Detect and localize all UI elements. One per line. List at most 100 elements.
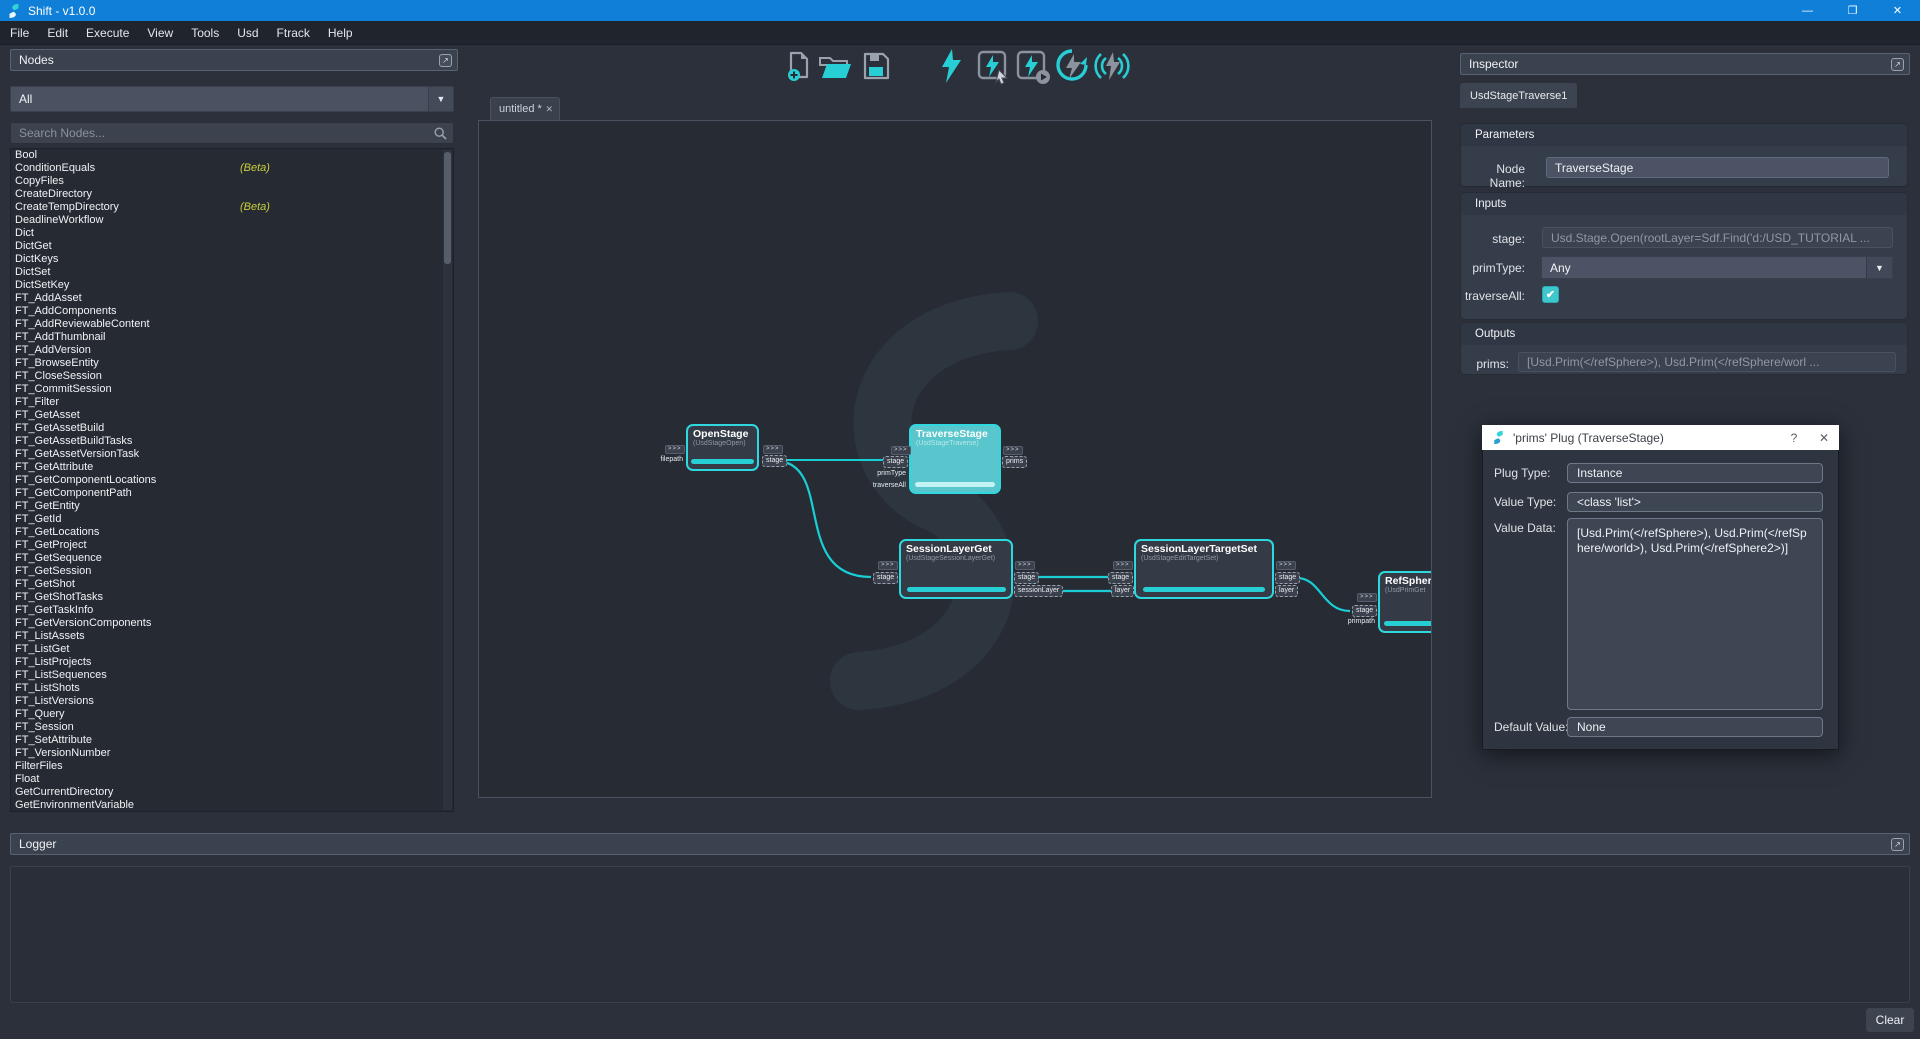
node-list-scrollbar[interactable] (443, 150, 452, 810)
port-stage-in[interactable]: stage (1352, 605, 1378, 617)
node-list-item[interactable]: CopyFiles (15, 175, 64, 187)
node-list-item[interactable]: FT_GetAssetBuild (15, 422, 105, 434)
node-list-item[interactable]: FT_Session (15, 721, 74, 733)
node-list-item[interactable]: FT_Query (15, 708, 65, 720)
port-filepath[interactable]: filepath (660, 456, 683, 463)
node-list-item[interactable]: DictSetKey (15, 279, 70, 291)
node-name-input[interactable]: TraverseStage (1546, 157, 1889, 178)
menu-item[interactable]: Ftrack (276, 25, 310, 40)
node-list-item[interactable]: FT_Filter (15, 396, 59, 408)
save-scene-icon[interactable] (861, 50, 891, 82)
port-badge[interactable]: >>> (763, 445, 783, 454)
node-list-item[interactable]: FT_AddComponents (15, 305, 117, 317)
node-list-item[interactable]: FT_GetSession (15, 565, 92, 577)
help-icon[interactable]: ? (1790, 430, 1798, 445)
logger-clear-button[interactable]: Clear (1866, 1008, 1914, 1032)
node-list-item[interactable]: Float (15, 773, 40, 785)
node-list-item[interactable]: FT_ListAssets (15, 630, 85, 642)
graph-node-sessionlayertargetset[interactable]: SessionLayerTargetSet (UsdStageEditTarge… (1134, 539, 1274, 599)
reload-execute-icon[interactable] (1055, 48, 1089, 84)
minimize-button[interactable]: — (1802, 4, 1813, 17)
node-list-item[interactable]: ConditionEquals (Beta) (15, 162, 270, 174)
node-list-item[interactable]: FT_ListSequences (15, 669, 107, 681)
tab-close-icon[interactable]: ✕ (545, 103, 553, 114)
live-execute-icon[interactable] (1093, 48, 1131, 84)
chevron-down-icon[interactable]: ▼ (428, 87, 453, 111)
node-list-item[interactable]: FT_ListProjects (15, 656, 92, 668)
node-list-item[interactable]: DictSet (15, 266, 51, 278)
node-list-item[interactable]: FT_CommitSession (15, 383, 112, 395)
port-badge[interactable]: >>> (1003, 446, 1023, 455)
node-list-item[interactable]: FT_GetShot (15, 578, 75, 590)
node-list-item[interactable]: FT_AddAsset (15, 292, 82, 304)
node-list-item[interactable]: FT_VersionNumber (15, 747, 111, 759)
search-nodes-input[interactable] (11, 126, 434, 140)
port-badge[interactable]: >>> (1357, 593, 1377, 602)
node-list-item[interactable]: DictGet (15, 240, 52, 252)
execute-icon[interactable] (938, 48, 964, 84)
node-category-dropdown[interactable]: All ▼ (10, 86, 454, 112)
node-list-item[interactable]: FT_GetAssetVersionTask (15, 448, 140, 460)
menu-item[interactable]: Edit (47, 25, 69, 40)
traverseall-checkbox[interactable]: ✔ (1542, 286, 1559, 303)
node-list-item[interactable]: GetCurrentDirectory (15, 786, 114, 798)
logger-output-area[interactable] (10, 866, 1910, 1003)
node-list-item[interactable]: FT_AddReviewableContent (15, 318, 150, 330)
close-icon[interactable]: ✕ (1818, 430, 1830, 445)
prims-output[interactable]: [Usd.Prim(</refSphere>), Usd.Prim(</refS… (1518, 352, 1896, 372)
node-list-item[interactable]: FT_BrowseEntity (15, 357, 99, 369)
node-list-item[interactable]: FilterFiles (15, 760, 63, 772)
execute-from-selected-icon[interactable] (1016, 50, 1052, 86)
chevron-down-icon[interactable]: ▼ (1866, 257, 1892, 278)
graph-node-refsphere[interactable]: RefSphere (UsdPrimGet (1378, 571, 1431, 633)
graph-node-traversestage[interactable]: TraverseStage (UsdStageTraverse) (909, 424, 1001, 494)
node-list-item[interactable]: DictKeys (15, 253, 59, 265)
node-list-item[interactable]: FT_GetAsset (15, 409, 80, 421)
port-primtype[interactable]: primType (877, 470, 906, 477)
port-badge[interactable]: >>> (1015, 561, 1035, 570)
node-list-item[interactable]: FT_SetAttribute (15, 734, 93, 746)
restore-button[interactable]: ❐ (1847, 5, 1858, 17)
open-scene-icon[interactable] (818, 50, 852, 82)
node-list-item[interactable]: FT_CloseSession (15, 370, 102, 382)
node-list-item[interactable]: FT_GetProject (15, 539, 87, 551)
port-stage-in[interactable]: stage (1108, 572, 1134, 584)
port-stage-out[interactable]: stage (762, 455, 788, 467)
menu-item[interactable]: Execute (86, 25, 130, 40)
node-list-item[interactable]: FT_GetComponentLocations (15, 474, 157, 486)
popout-icon[interactable]: ↗ (439, 53, 452, 67)
port-stage-in[interactable]: stage (883, 456, 909, 468)
node-list-item[interactable]: FT_GetLocations (15, 526, 100, 538)
node-list-item[interactable]: FT_GetShotTasks (15, 591, 104, 603)
node-list-item[interactable]: FT_ListGet (15, 643, 70, 655)
port-badge[interactable]: >>> (891, 446, 911, 455)
node-list-item[interactable]: FT_GetVersionComponents (15, 617, 152, 629)
node-list-item[interactable]: Dict (15, 227, 34, 239)
port-stage-out[interactable]: stage (1014, 572, 1040, 584)
port-badge[interactable]: >>> (1113, 561, 1133, 570)
new-scene-icon[interactable] (785, 50, 813, 82)
node-list-item[interactable]: FT_GetAttribute (15, 461, 94, 473)
menu-item[interactable]: View (147, 25, 174, 40)
value-data-box[interactable]: [Usd.Prim(</refSphere>), Usd.Prim(</refS… (1567, 518, 1823, 710)
menu-item[interactable]: Tools (191, 25, 220, 40)
port-badge[interactable]: >>> (878, 561, 898, 570)
port-primpath[interactable]: primpath (1347, 618, 1375, 625)
node-list-item[interactable]: CreateDirectory (15, 188, 93, 200)
node-list-item[interactable]: CreateTempDirectory (Beta) (15, 201, 270, 213)
graph-node-sessionlayerget[interactable]: SessionLayerGet (UsdStageSessionLayerGet… (899, 539, 1013, 599)
node-list-item[interactable]: FT_GetTaskInfo (15, 604, 94, 616)
plug-dialog-titlebar[interactable]: 'prims' Plug (TraverseStage) ? ✕ (1482, 425, 1839, 450)
port-prims-out[interactable]: prims (1002, 456, 1028, 468)
port-traverseall[interactable]: traverseAll (872, 482, 906, 489)
popout-icon[interactable]: ↗ (1891, 57, 1904, 71)
node-list-item[interactable]: FT_ListVersions (15, 695, 94, 707)
menu-item[interactable]: Help (327, 25, 353, 40)
port-badge[interactable]: >>> (1276, 561, 1296, 570)
node-list-item[interactable]: FT_AddThumbnail (15, 331, 106, 343)
port-sessionlayer-out[interactable]: sessionLayer (1014, 585, 1064, 597)
port-stage-in[interactable]: stage (873, 572, 899, 584)
close-button[interactable]: ✕ (1892, 5, 1903, 17)
node-graph-canvas[interactable]: OpenStage (UsdStageOpen) >>> filepath >>… (478, 120, 1432, 798)
node-list-item[interactable]: FT_GetSequence (15, 552, 102, 564)
